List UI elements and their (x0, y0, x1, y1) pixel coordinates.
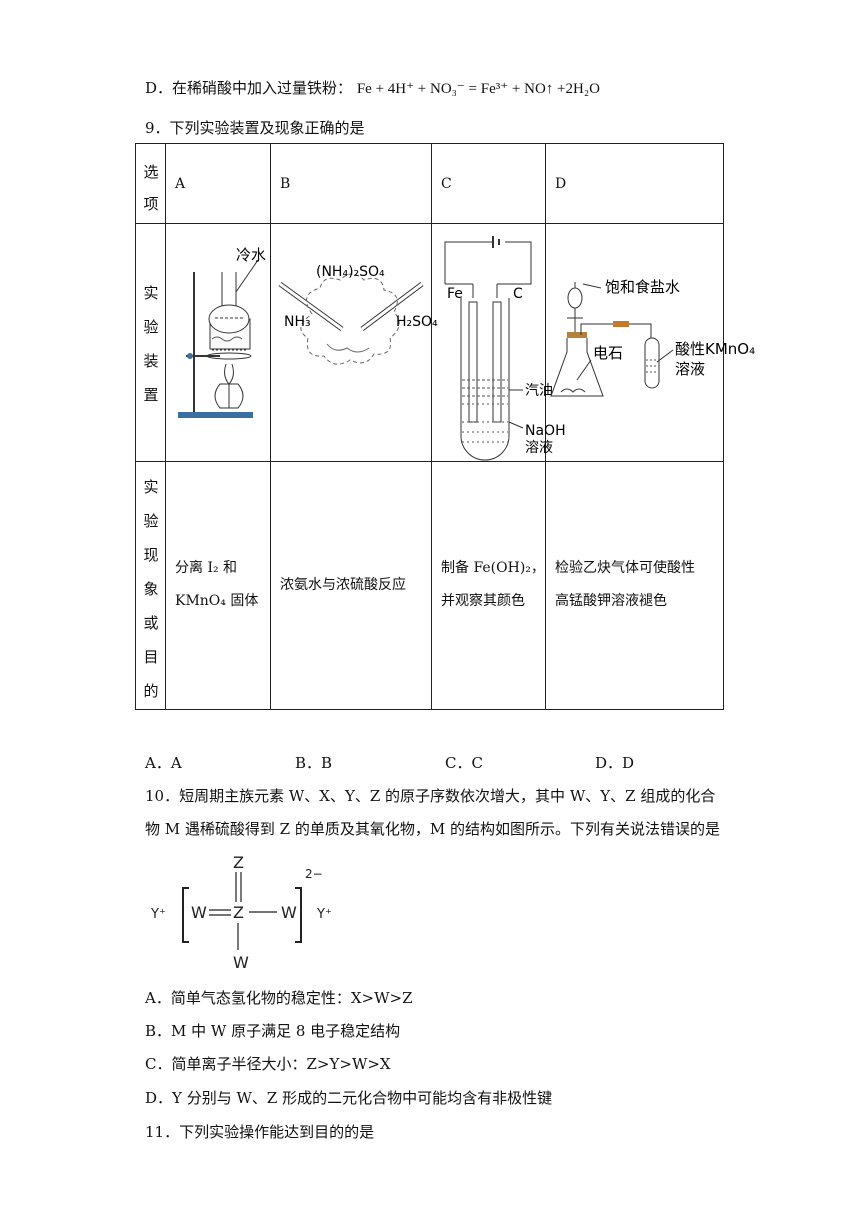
q9-stem: 9．下列实验装置及现象正确的是 (145, 119, 365, 137)
figure-a-sublimation-apparatus: 冷水 (178, 246, 266, 418)
figure-a-label: 冷水 (236, 246, 266, 264)
figure-c-solution-label-1: NaOH (525, 423, 566, 439)
structure-cation-right: Y⁺ (316, 907, 332, 922)
structure-center-z: Z (233, 903, 244, 922)
q10-option-c[interactable]: C．简单离子半径大小：Z>Y>W>X (145, 1055, 391, 1073)
q10-stem-line-1: 10．短周期主族元素 W、X、Y、Z 的原子序数依次增大，其中 W、Y、Z 组成… (145, 787, 716, 805)
column-header-d: D (555, 176, 567, 192)
phenomenon-c: 制备 Fe(OH)₂， 并观察其颜色 (441, 560, 545, 609)
figure-d-label-1: 饱和食盐水 (605, 278, 680, 296)
q9-answers: A．A B．B C．C D．D (145, 752, 705, 772)
figure-c-oil-label: 汽油 (525, 383, 553, 399)
figure-b-center-label: (NH₄)₂SO₄ (316, 264, 385, 280)
q10-structure-diagram: Z Y⁺ W Z W W Y⁺ 2− (150, 853, 332, 972)
q8-option-d-equation: Fe + 4H⁺ + NO₃⁻ = Fe³⁺ + NO↑ +2H₂O (356, 81, 600, 97)
structure-right-w: W (281, 903, 297, 922)
column-header-a: A (175, 176, 186, 192)
q10-option-d[interactable]: D．Y 分别与 W、Z 形成的二元化合物中可能均含有非极性键 (145, 1089, 553, 1107)
figure-b-left-label: NH₃ (284, 314, 311, 330)
figure-b-glass-rods: (NH₄)₂SO₄ NH₃ H₂SO₄ (278, 264, 438, 365)
q9-answer-a[interactable]: A．A (145, 754, 182, 772)
structure-bottom-w: W (233, 953, 249, 972)
column-header-c: C (441, 176, 452, 192)
column-header-b: B (280, 176, 291, 192)
figure-d-acetylene-apparatus: 饱和食盐水 电石 酸性KMnO₄ 溶液 (550, 278, 755, 397)
q10-option-a[interactable]: A．简单气态氢化物的稳定性：X>W>Z (145, 989, 413, 1007)
q8-option-d: D．在稀硝酸中加入过量铁粉： Fe + 4H⁺ + NO₃⁻ = Fe³⁺ + … (145, 78, 600, 99)
q9-table: 选 项 实 验 装 置 实 验 现 象 或 目 的 A B C D 分离 I₂ … (135, 143, 755, 710)
q9-answer-b[interactable]: B．B (295, 754, 333, 772)
figure-c-c-label: C (513, 286, 523, 302)
figure-c-fe-label: Fe (447, 286, 463, 302)
q8-option-d-prefix: D．在稀硝酸中加入过量铁粉： (145, 79, 353, 97)
row-header-apparatus: 实 验 装 置 (143, 284, 159, 404)
figure-d-label-2: 电石 (593, 344, 623, 362)
figure-d-label-3: 酸性KMnO₄ (675, 340, 755, 358)
row-header-phenomenon: 实 验 现 象 或 目 的 (143, 478, 159, 700)
structure-charge: 2− (305, 867, 323, 881)
structure-top-z: Z (233, 853, 244, 872)
figure-c-electrolysis: Fe C 汽油 NaOH 溶液 (444, 236, 566, 461)
q11-stem: 11．下列实验操作能达到目的的是 (145, 1123, 375, 1141)
q9-answer-d[interactable]: D．D (595, 754, 635, 772)
figure-c-solution-label-2: 溶液 (525, 440, 553, 456)
q9-answer-c[interactable]: C．C (445, 754, 483, 772)
row-header-option: 选 项 (143, 163, 159, 213)
phenomenon-a: 分离 I₂ 和 KMnO₄ 固体 (175, 560, 259, 609)
q10-stem-line-2: 物 M 遇稀硫酸得到 Z 的单质及其氧化物，M 的结构如图所示。下列有关说法错误… (145, 820, 720, 838)
structure-left-w: W (191, 903, 207, 922)
figure-b-right-label: H₂SO₄ (396, 314, 438, 330)
structure-cation-left: Y⁺ (150, 907, 166, 922)
q10-option-b[interactable]: B．M 中 W 原子满足 8 电子稳定结构 (145, 1022, 401, 1040)
figure-d-label-4: 溶液 (675, 360, 705, 378)
phenomenon-d: 检验乙炔气体可使酸性 高锰酸钾溶液褪色 (555, 560, 695, 609)
phenomenon-b: 浓氨水与浓硫酸反应 (280, 577, 406, 593)
